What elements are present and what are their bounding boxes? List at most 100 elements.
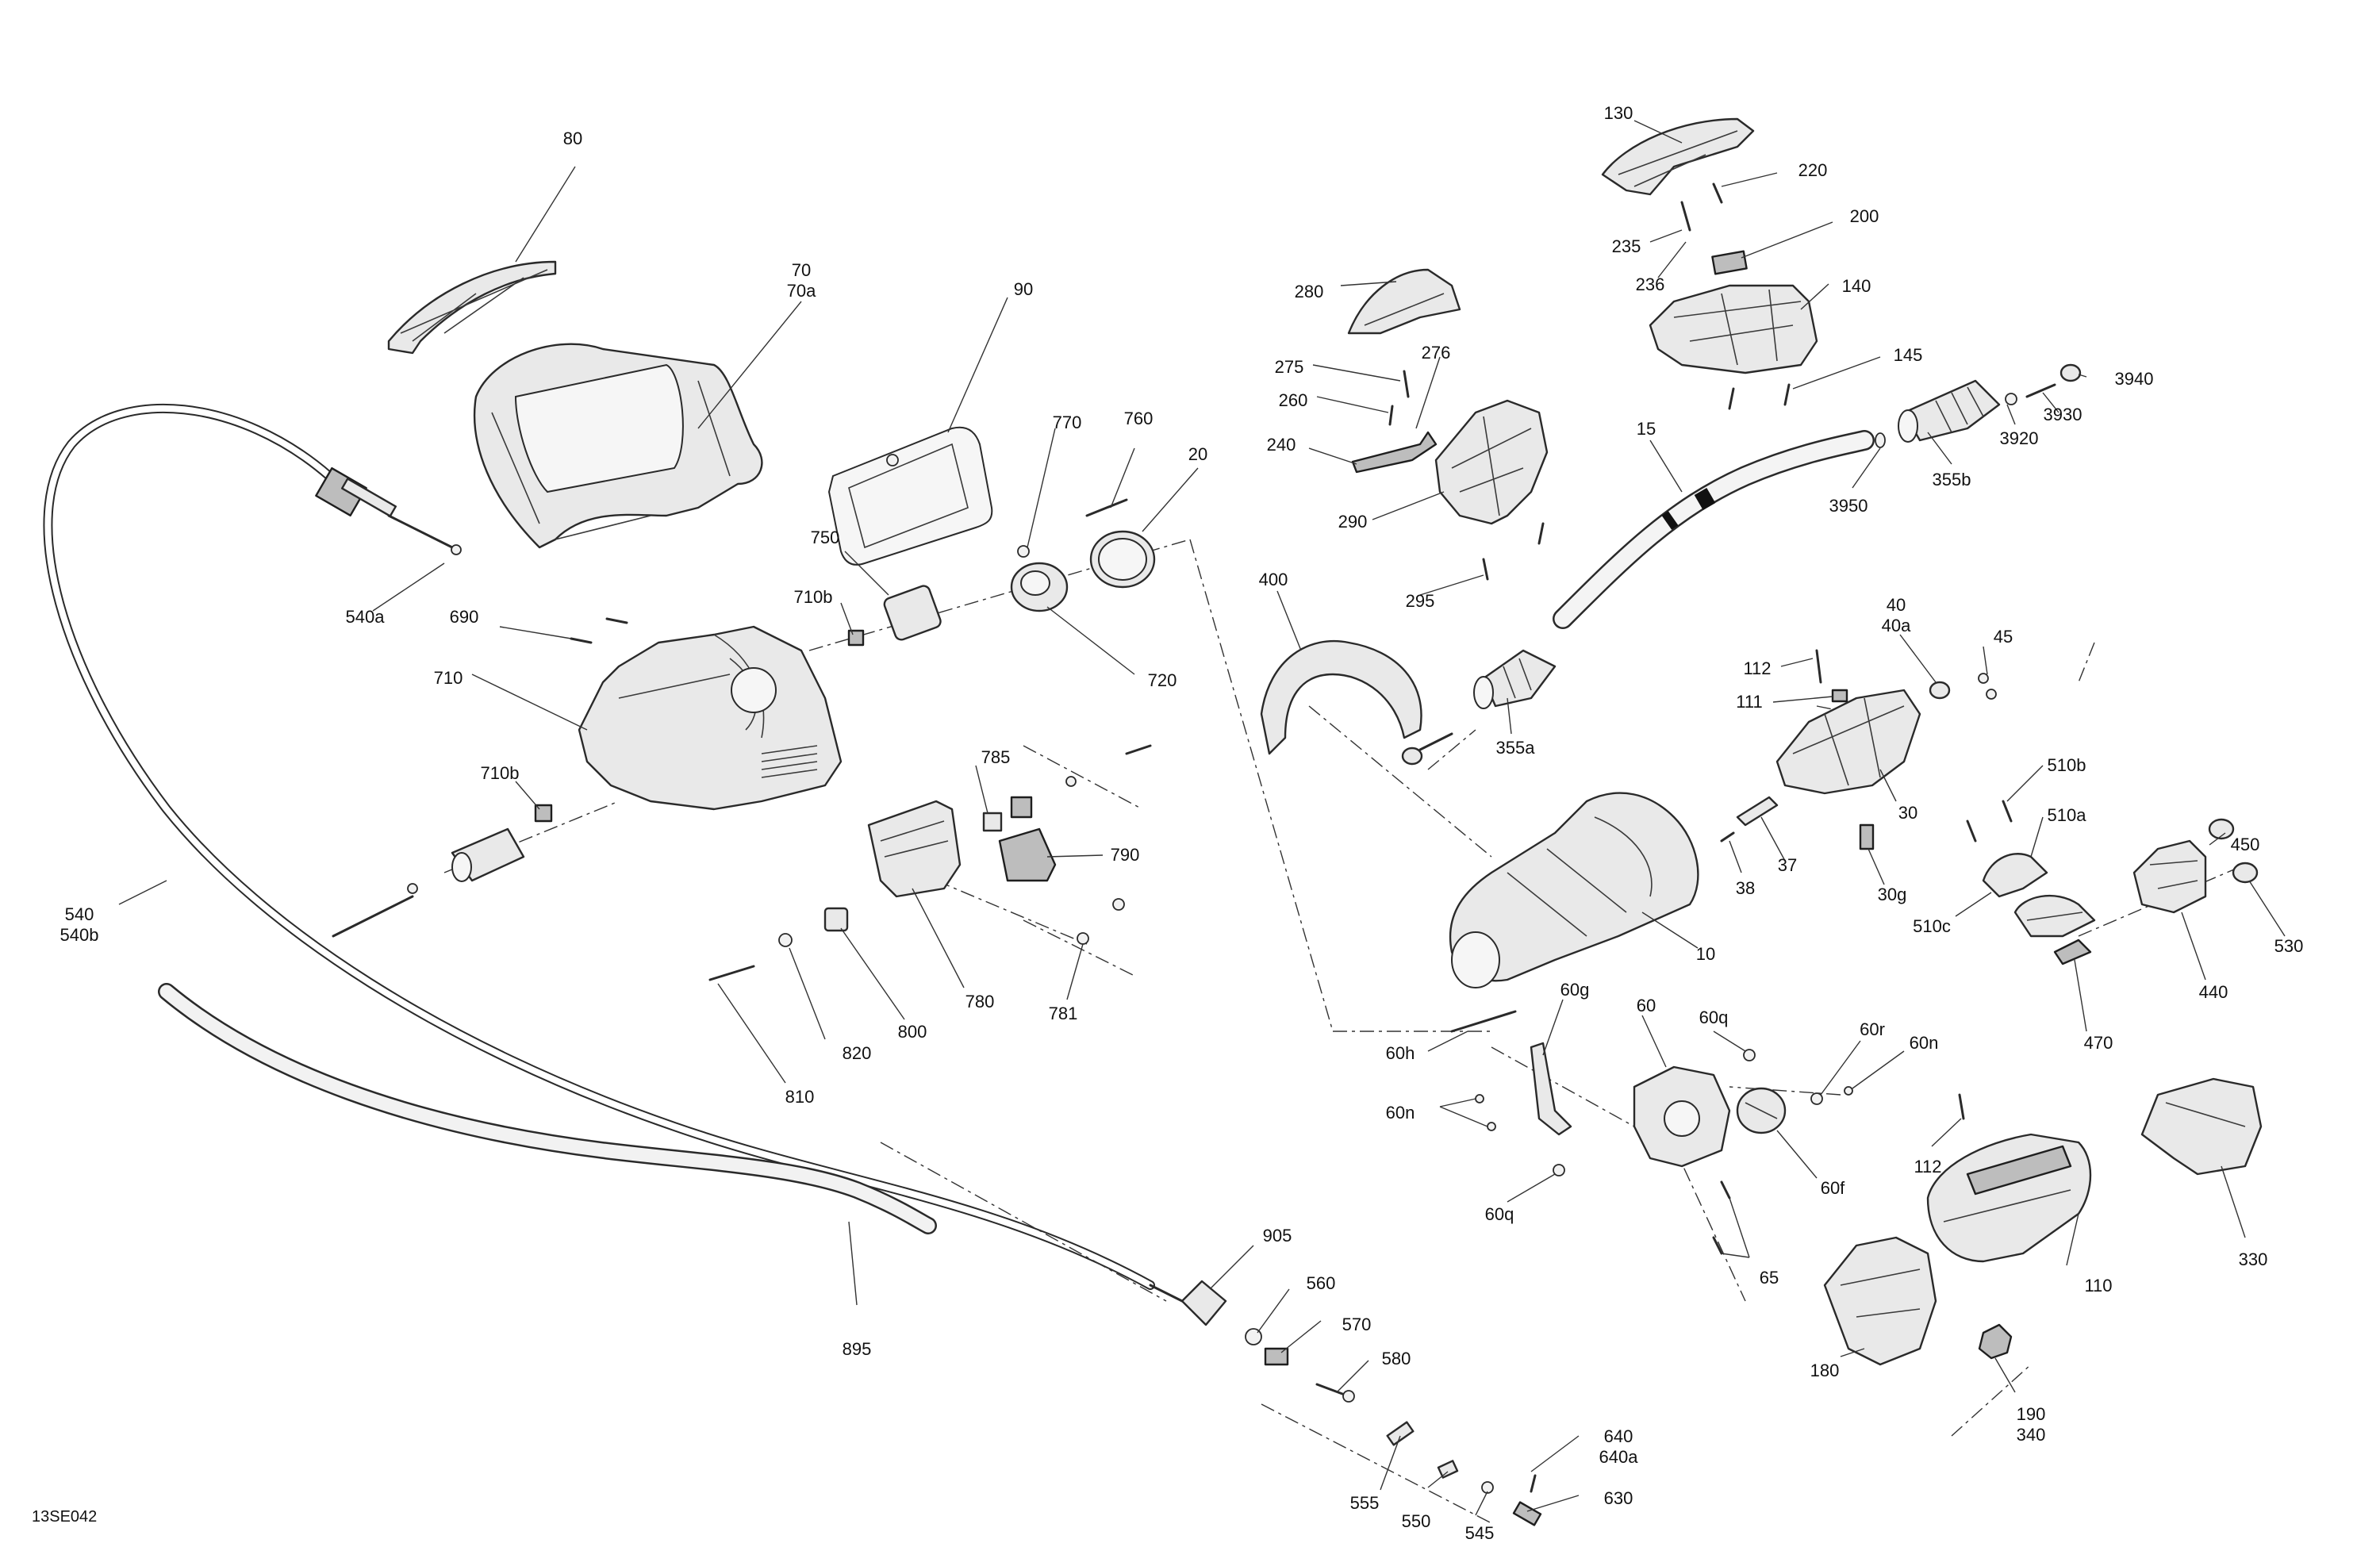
- callout-60n-right: 60n: [1910, 1033, 1939, 1053]
- part-470-bracket: [2053, 938, 2092, 965]
- part-570-clamp: [1264, 1347, 1289, 1366]
- callout-3940: 3940: [2115, 369, 2154, 389]
- callout-line: 750: [811, 528, 840, 547]
- callout-line: 785: [981, 747, 1011, 767]
- callout-38: 38: [1736, 878, 1755, 898]
- callout-37: 37: [1778, 855, 1797, 875]
- part-200-latch: [1711, 250, 1748, 275]
- callout-line: 70: [792, 260, 811, 280]
- callout-line: 820: [843, 1043, 872, 1063]
- callout-570: 570: [1342, 1315, 1372, 1334]
- callout-800: 800: [898, 1022, 927, 1042]
- callout-line: 80: [563, 129, 582, 148]
- callout-290: 290: [1338, 512, 1368, 532]
- callout-110: 110: [2084, 1276, 2112, 1295]
- part-510a-cover: [2013, 894, 2096, 938]
- part-60-plate: [1633, 1065, 1731, 1168]
- part-60h-rod: [1450, 1010, 1517, 1033]
- part-800-cylinder: [823, 907, 849, 932]
- callout-140: 140: [1842, 276, 1871, 296]
- callout-3930: 3930: [2044, 405, 2082, 424]
- callout-line: 60g: [1560, 980, 1590, 1000]
- callout-line: 10: [1696, 944, 1715, 964]
- part-3920-washer: [2005, 393, 2017, 405]
- part-190-button: [1978, 1323, 2013, 1360]
- part-545-clip: [1481, 1481, 1494, 1494]
- part-790-connector: [998, 827, 1057, 882]
- callout-line: 60: [1637, 996, 1656, 1015]
- callout-line: 905: [1263, 1226, 1292, 1246]
- callout-530: 530: [2274, 936, 2304, 956]
- part-905-boot: [1180, 1280, 1227, 1326]
- part-275-pin: [1403, 370, 1410, 398]
- part-440-module: [2132, 839, 2207, 914]
- callout-470: 470: [2084, 1033, 2113, 1053]
- part-60n-screw-right: [1844, 1086, 1853, 1096]
- part-37-link: [1736, 796, 1779, 827]
- callout-400: 400: [1259, 570, 1288, 589]
- callout-820: 820: [843, 1043, 872, 1063]
- callout-line: 510b: [2048, 755, 2086, 775]
- part-130-upper-cover: [1601, 117, 1755, 196]
- callout-line: 295: [1406, 591, 1435, 611]
- callout-line: 630: [1604, 1488, 1633, 1508]
- callout-line: 60n: [1386, 1103, 1415, 1123]
- part-180-side-cover: [1823, 1236, 1937, 1366]
- part-555-fitting: [1386, 1421, 1415, 1446]
- callout-line: 560: [1307, 1273, 1336, 1293]
- callout-60f: 60f: [1821, 1178, 1845, 1198]
- part-3950-ring: [1875, 432, 1886, 448]
- diagram-reference-code: 13SE042: [32, 1508, 97, 1526]
- leader-lines: [118, 120, 2286, 1516]
- part-3940-cap: [2059, 363, 2082, 382]
- part-355a-left-grip: [1473, 649, 1557, 709]
- callout-440: 440: [2199, 982, 2228, 1002]
- callout-line: 200: [1850, 206, 1879, 226]
- part-720-cap: [1010, 562, 1069, 612]
- part-70-dashboard-bezel: [473, 343, 763, 549]
- part-710-housing: [578, 625, 843, 811]
- callout-690: 690: [450, 607, 479, 627]
- callout-line: 190: [2017, 1404, 2046, 1424]
- part-290-housing: [1434, 399, 1549, 525]
- callout-111: 111: [1736, 692, 1762, 712]
- part-10-steering-column: [1449, 792, 1699, 988]
- callout-60g: 60g: [1560, 980, 1590, 1000]
- callout-510b: 510b: [2048, 755, 2086, 775]
- callout-line: 90: [1014, 279, 1033, 299]
- callout-line: 60q: [1485, 1204, 1514, 1224]
- part-60n-screws-left: [1475, 1094, 1496, 1131]
- callout-30g: 30g: [1878, 885, 1907, 904]
- callout-line: 110: [2084, 1276, 2112, 1295]
- callout-240: 240: [1267, 435, 1296, 455]
- callout-710b-upper: 710b: [794, 587, 833, 607]
- part-110-sea-doo-cover: [1926, 1133, 2092, 1263]
- callout-line: 450: [2231, 835, 2260, 854]
- callout-276: 276: [1422, 343, 1451, 363]
- part-690-bolts: [570, 617, 628, 644]
- part-530-fitting: [2232, 862, 2259, 884]
- callout-line: 145: [1894, 345, 1923, 365]
- callout-line: 276: [1422, 343, 1451, 363]
- callout-line: 781: [1049, 1004, 1078, 1023]
- callout-60q-upper: 60q: [1699, 1008, 1729, 1027]
- part-90-gasket-frame: [827, 426, 993, 566]
- callout-line: 580: [1382, 1349, 1411, 1368]
- callout-line: 640a: [1599, 1447, 1639, 1467]
- part-280-bracket-cover: [1347, 268, 1461, 335]
- callout-line: 3940: [2115, 369, 2154, 389]
- callout-60q-lower: 60q: [1485, 1204, 1514, 1224]
- callout-line: 355b: [1933, 470, 1971, 489]
- part-781-nuts: [1077, 898, 1125, 945]
- callout-line: 355a: [1496, 738, 1536, 758]
- callout-280: 280: [1295, 282, 1324, 301]
- part-140-lower-housing: [1649, 284, 1818, 374]
- callout-line: 112: [1743, 658, 1771, 678]
- callout-line: 760: [1124, 409, 1154, 428]
- callout-145: 145: [1894, 345, 1923, 365]
- callout-line: 540b: [60, 925, 99, 945]
- callout-line: 60r: [1860, 1019, 1885, 1039]
- callout-line: 710b: [794, 587, 833, 607]
